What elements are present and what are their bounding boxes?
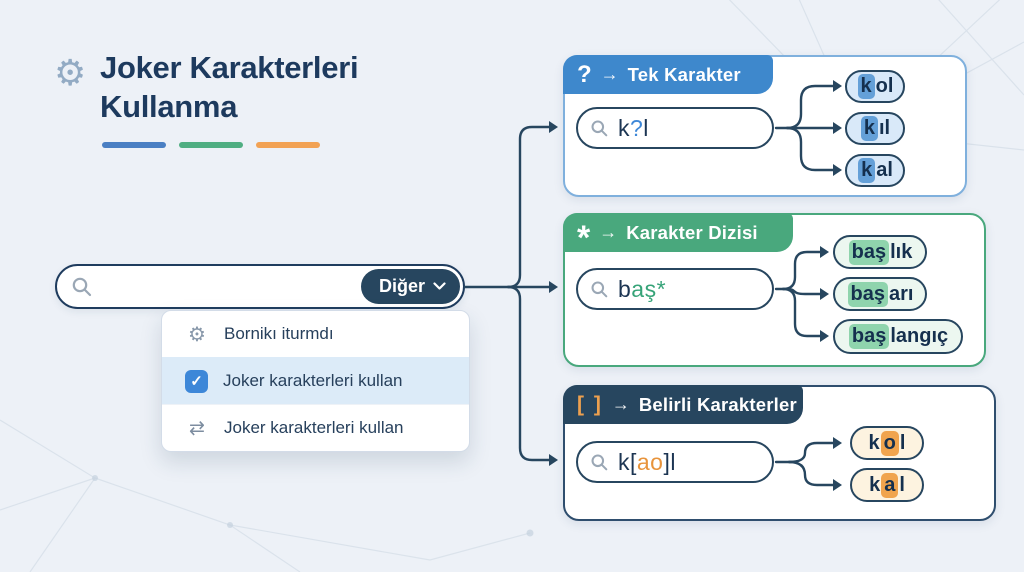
- example-search-input-2[interactable]: baş*: [576, 268, 774, 310]
- flow-connector-main: [463, 121, 558, 466]
- underline-bar-blue: [102, 142, 166, 148]
- title-underline: [102, 142, 320, 148]
- dropdown-menu: ⚙ Bornikı iturmdı ✓ Joker karakterleri k…: [161, 310, 470, 452]
- panel-header-label: Tek Karakter: [627, 63, 741, 85]
- panel-header-label: Karakter Dizisi: [626, 221, 758, 243]
- page-title: Joker Karakterleri Kullanma: [100, 48, 359, 126]
- menu-item-label: Joker karakterleri kullan: [224, 418, 404, 437]
- underline-bar-green: [179, 142, 243, 148]
- menu-item-use-wildcards[interactable]: ⇄ Joker karakterleri kullan: [162, 404, 469, 451]
- other-options-label: Diğer: [378, 275, 425, 296]
- panel-header-label: Belirli Karakterler: [638, 393, 797, 415]
- panel-single-character-header: ? → Tek Karakter: [563, 55, 773, 94]
- panel-character-sequence-header: * → Karakter Dizisi: [563, 213, 793, 255]
- chevron-down-icon: [433, 282, 446, 290]
- search-icon: [72, 277, 92, 296]
- page-title-line2: Kullanma: [100, 89, 238, 124]
- underline-bar-orange: [256, 142, 320, 148]
- menu-item-settings[interactable]: ⚙ Bornikı iturmdı: [162, 311, 469, 357]
- menu-item-use-wildcards-checked[interactable]: ✓ Joker karakterleri kullan: [162, 357, 469, 404]
- search-icon: [591, 281, 608, 297]
- menu-item-label: Joker karakterleri kullan: [223, 371, 403, 390]
- search-icon: [591, 454, 608, 470]
- example-search-input-3[interactable]: k[ao]l: [576, 441, 774, 483]
- query-text: k?l: [618, 114, 649, 141]
- arrow-icon: →: [611, 394, 630, 414]
- arrow-icon: →: [600, 64, 619, 84]
- query-text: k[ao]l: [618, 448, 676, 475]
- question-wildcard-icon: ?: [577, 60, 592, 88]
- search-bar: Diğer: [55, 264, 465, 309]
- arrow-icon: →: [599, 222, 618, 242]
- panel-specific-characters-header: [ ] → Belirli Karakterler: [563, 385, 803, 424]
- sync-icon: ⇄: [189, 417, 205, 439]
- search-icon: [591, 120, 608, 136]
- page-title-line1: Joker Karakterleri: [100, 50, 359, 85]
- example-search-input-1[interactable]: k?l: [576, 107, 774, 149]
- gear-icon: ⚙: [54, 52, 87, 93]
- menu-item-label: Bornikı iturmdı: [224, 324, 334, 343]
- other-options-button[interactable]: Diğer: [360, 268, 460, 304]
- brackets-wildcard-icon: [ ]: [577, 392, 603, 416]
- gear-icon: ⚙: [188, 323, 206, 346]
- query-text: baş*: [618, 275, 667, 302]
- checkbox-checked-icon: ✓: [185, 369, 208, 393]
